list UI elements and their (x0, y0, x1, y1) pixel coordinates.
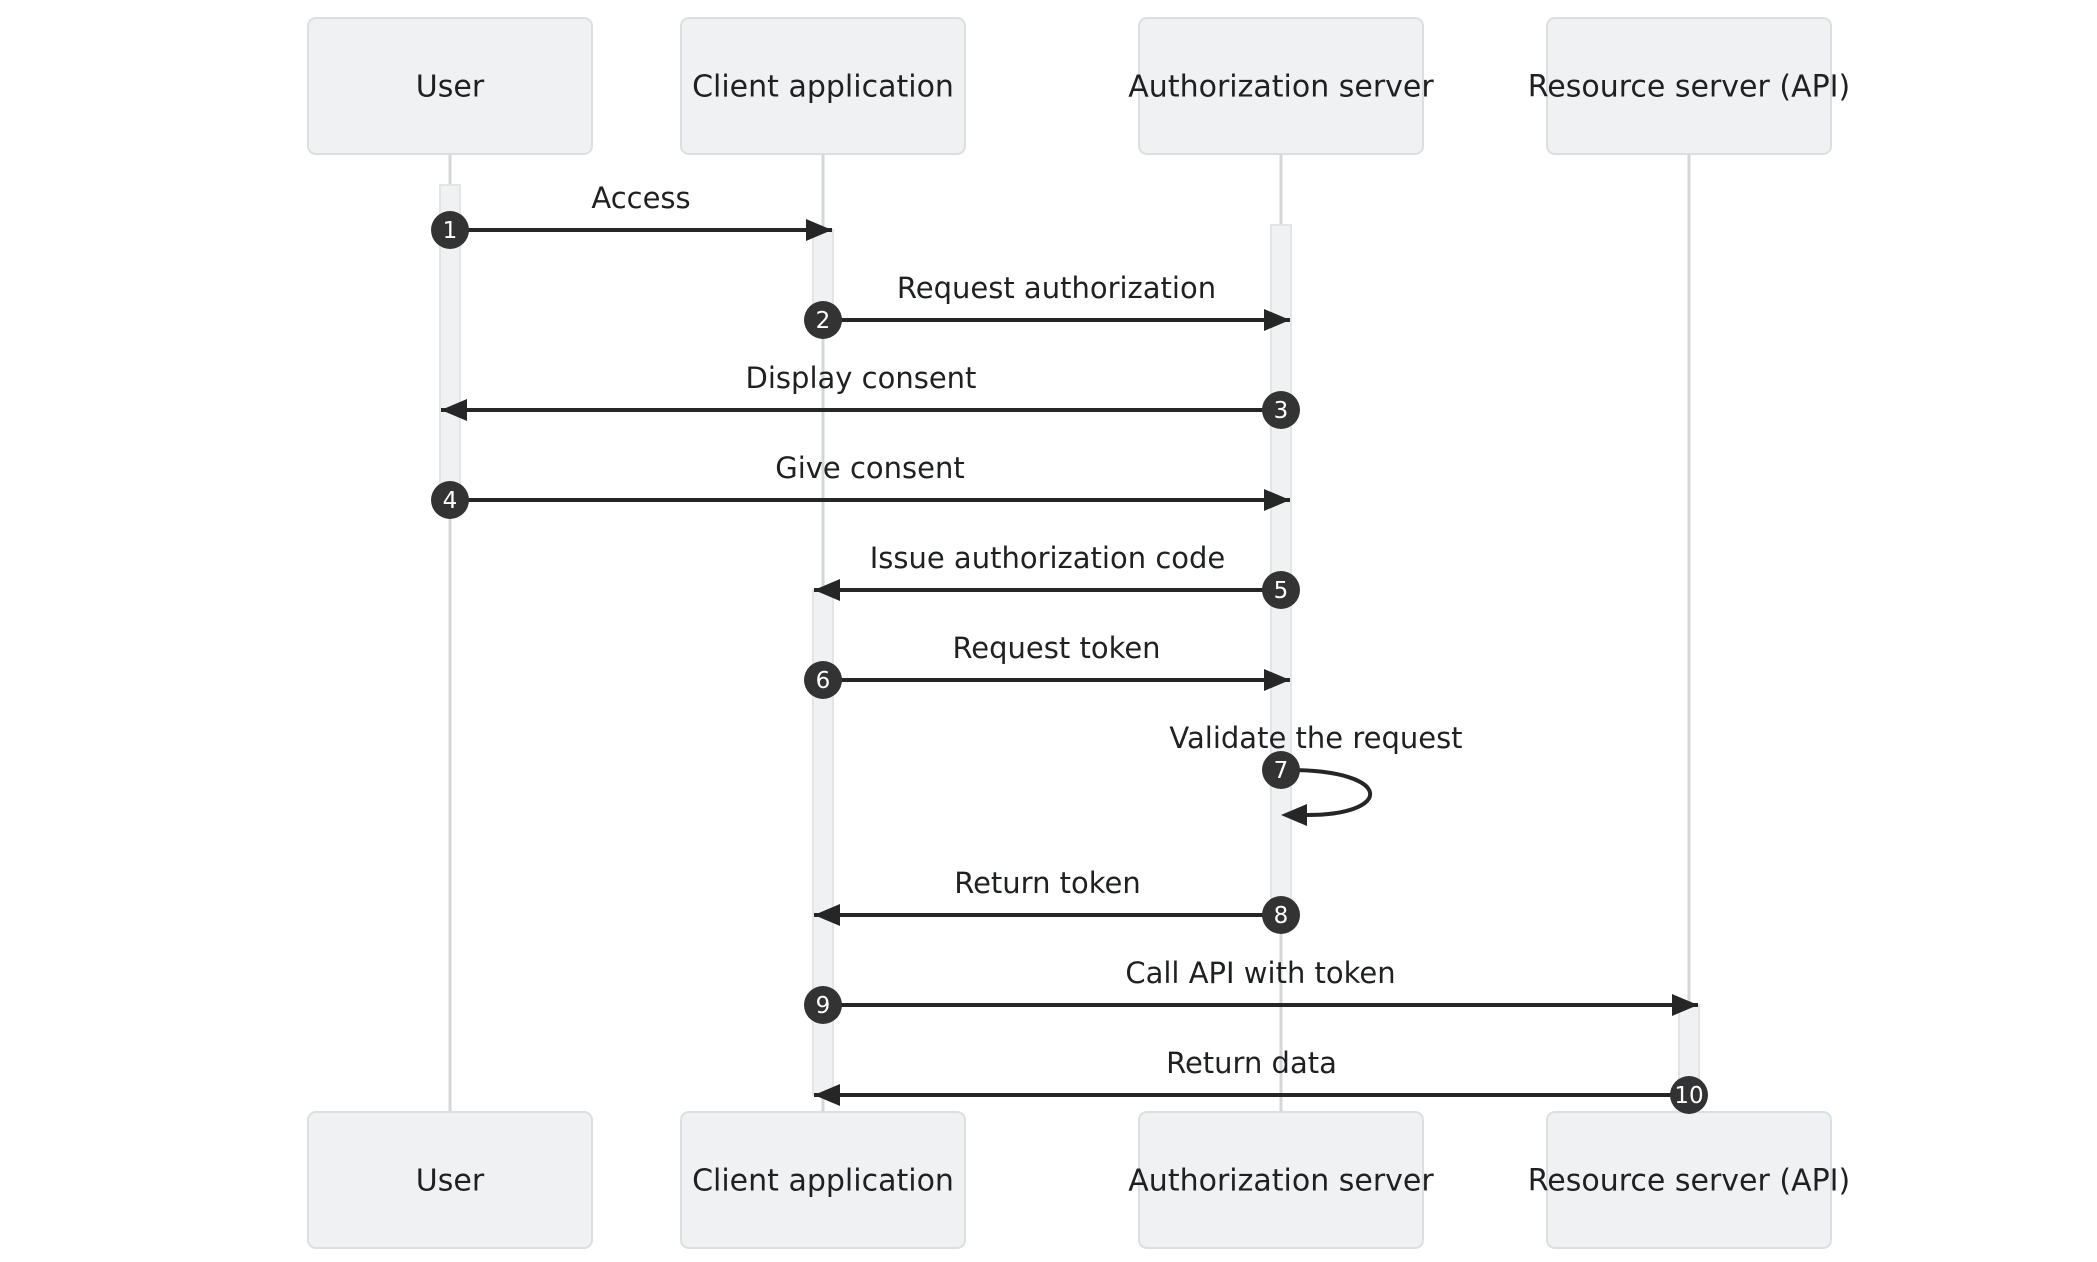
sequence-number-8: 8 (1274, 903, 1289, 929)
message-label-5: Issue authorization code (870, 541, 1226, 575)
sequence-badge-6: 6 (804, 661, 842, 699)
participant-bottom-authserver[interactable]: Authorization server (1128, 1111, 1434, 1249)
participant-top-client[interactable]: Client application (680, 17, 966, 155)
message-label-7: Validate the request (1169, 721, 1462, 755)
participant-label-authserver: Authorization server (1128, 1164, 1434, 1199)
sequence-circle-3 (1262, 391, 1300, 429)
sequence-number-1: 1 (443, 218, 458, 244)
participant-label-resource: Resource server (API) (1528, 1164, 1851, 1199)
message-2[interactable]: Request authorization (823, 271, 1290, 331)
sequence-number-6: 6 (816, 668, 831, 694)
message-4[interactable]: Give consent (450, 451, 1290, 511)
message-loop-7 (1288, 768, 1372, 817)
sequence-badge-10: 10 (1670, 1076, 1708, 1114)
message-5[interactable]: Issue authorization code (814, 541, 1281, 601)
sequence-circle-6 (804, 661, 842, 699)
participant-bottom-client[interactable]: Client application (680, 1111, 966, 1249)
participant-box-client (680, 1111, 966, 1249)
activation-bar-authserver-3 (1270, 224, 1292, 916)
arrow-head-2 (1264, 309, 1290, 331)
arrow-head-1 (806, 219, 832, 241)
participant-bottom-user[interactable]: User (307, 1111, 593, 1249)
message-label-1: Access (591, 181, 690, 215)
sequence-circle-10 (1670, 1076, 1708, 1114)
sequence-circle-2 (804, 301, 842, 339)
arrow-head-8 (814, 904, 840, 926)
participant-label-client: Client application (692, 70, 954, 105)
sequence-circle-8 (1262, 896, 1300, 934)
participant-label-user: User (416, 1164, 485, 1199)
message-label-6: Request token (952, 631, 1160, 665)
message-7[interactable]: Validate the request (1169, 721, 1463, 826)
actors-bottom-layer: User Client application Authorization serv… (307, 1111, 1851, 1249)
arrow-head-10 (814, 1084, 840, 1106)
message-label-2: Request authorization (897, 271, 1216, 305)
message-9[interactable]: Call API with token (823, 956, 1698, 1016)
sequence-badge-3: 3 (1262, 391, 1300, 429)
participant-top-authserver[interactable]: Authorization server (1128, 17, 1434, 155)
sequence-number-10: 10 (1674, 1083, 1703, 1109)
sequence-number-9: 9 (816, 993, 831, 1019)
participant-box-user (307, 17, 593, 155)
message-label-3: Display consent (746, 361, 977, 395)
sequence-number-5: 5 (1274, 578, 1289, 604)
arrow-head-4 (1264, 489, 1290, 511)
participant-box-resource (1546, 17, 1832, 155)
message-10[interactable]: Return data (814, 1046, 1689, 1106)
participant-label-user: User (416, 70, 485, 105)
sequence-circle-1 (431, 211, 469, 249)
sequence-circle-4 (431, 481, 469, 519)
message-6[interactable]: Request token (823, 631, 1290, 691)
participant-bottom-resource[interactable]: Resource server (API) (1528, 1111, 1851, 1249)
participant-box-authserver (1138, 17, 1424, 155)
arrow-head-9 (1672, 994, 1698, 1016)
participant-top-resource[interactable]: Resource server (API) (1528, 17, 1851, 155)
sequence-badge-4: 4 (431, 481, 469, 519)
message-label-8: Return token (954, 866, 1141, 900)
sequence-badge-2: 2 (804, 301, 842, 339)
participant-label-authserver: Authorization server (1128, 70, 1434, 105)
sequence-badge-8: 8 (1262, 896, 1300, 934)
message-label-9: Call API with token (1125, 956, 1395, 990)
message-3[interactable]: Display consent (441, 361, 1281, 421)
sequence-badge-7: 7 (1262, 751, 1300, 789)
participant-box-user (307, 1111, 593, 1249)
participant-label-client: Client application (692, 1164, 954, 1199)
sequence-number-7: 7 (1274, 758, 1289, 784)
arrow-head-3 (441, 399, 467, 421)
arrow-head-7 (1281, 804, 1307, 826)
participant-box-client (680, 17, 966, 155)
sequence-number-4: 4 (443, 488, 458, 514)
message-label-10: Return data (1166, 1046, 1337, 1080)
message-1[interactable]: Access (450, 181, 832, 241)
actors-top-layer: User Client application Authorization serv… (307, 17, 1851, 155)
message-label-4: Give consent (775, 451, 965, 485)
participant-box-authserver (1138, 1111, 1424, 1249)
sequence-circle-7 (1262, 751, 1300, 789)
participant-label-resource: Resource server (API) (1528, 70, 1851, 105)
sequence-badge-5: 5 (1262, 571, 1300, 609)
sequence-number-2: 2 (816, 308, 831, 334)
sequence-badge-9: 9 (804, 986, 842, 1024)
sequence-circle-5 (1262, 571, 1300, 609)
message-8[interactable]: Return token (814, 866, 1281, 926)
sequence-numbers-layer: 1 2 3 4 5 6 7 8 9 10 (431, 211, 1708, 1114)
participant-top-user[interactable]: User (307, 17, 593, 155)
sequence-number-3: 3 (1274, 398, 1289, 424)
arrow-head-6 (1264, 669, 1290, 691)
arrow-head-5 (814, 579, 840, 601)
sequence-circle-9 (804, 986, 842, 1024)
sequence-badge-1: 1 (431, 211, 469, 249)
